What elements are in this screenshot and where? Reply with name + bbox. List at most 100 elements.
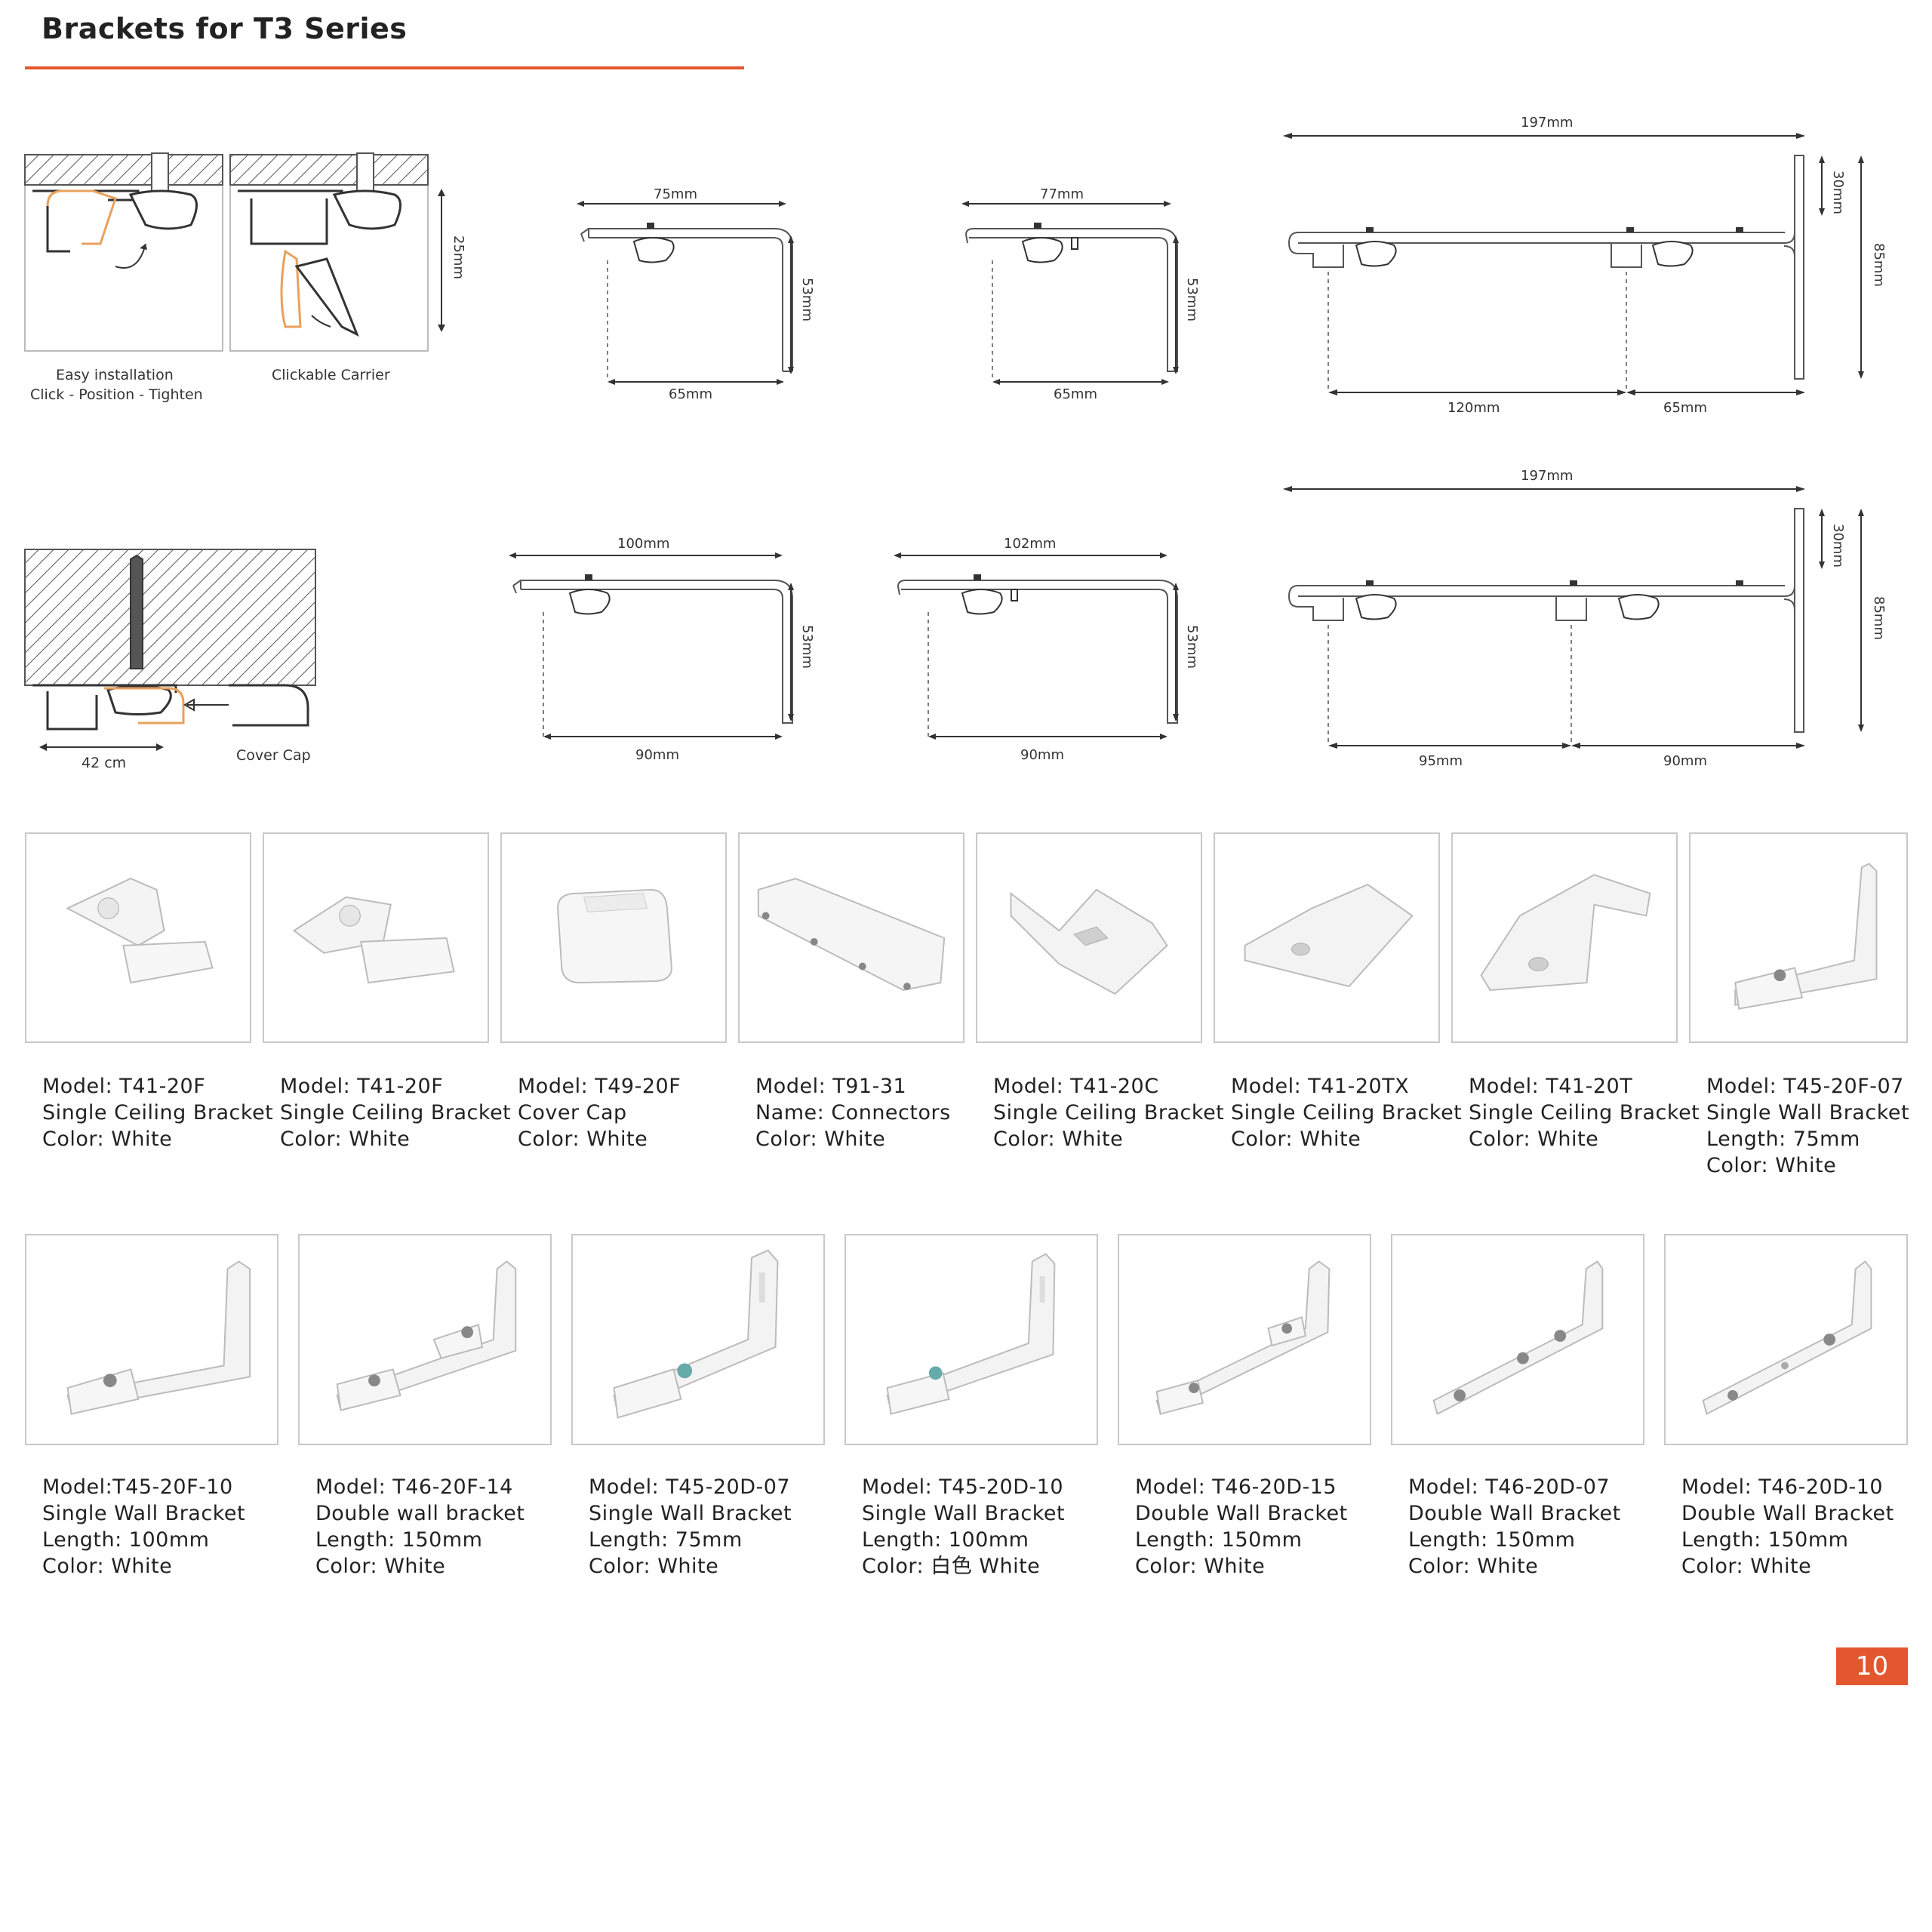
wall-bracket-icon (613, 1249, 779, 1419)
caption-easy-installation: Easy installation (56, 367, 174, 383)
dim-line-53mm-r1a (788, 235, 794, 374)
product-info-t46-20d-10: Model: T46-20D-10 Double Wall Bracket Le… (1681, 1474, 1894, 1580)
dim-label-r1c-side-large: 85mm (1871, 243, 1887, 287)
product-length: Length: 150mm (315, 1528, 483, 1552)
product-info-t41-20f-b: Model: T41-20F Single Ceiling Bracket Co… (280, 1073, 511, 1152)
product-name: Single Wall Bracket (42, 1502, 246, 1525)
product-model: Model: T91-31 (755, 1075, 907, 1098)
product-color: Color: White (1706, 1154, 1837, 1177)
product-card-t46-20d-10 (1664, 1234, 1908, 1445)
ceiling-plate-icon (1480, 874, 1651, 992)
page-number-badge: 10 (1836, 1647, 1908, 1685)
dim-line-53mm-r2b (1173, 583, 1179, 721)
dim-label-r2b-bottom: 90mm (1020, 747, 1064, 763)
product-name: Single Wall Bracket (589, 1502, 792, 1525)
product-card-t46-20d-07 (1391, 1234, 1644, 1445)
product-card-t41-20c (976, 832, 1202, 1043)
product-name: Double Wall Bracket (1135, 1502, 1348, 1525)
product-model: Model: T41-20TX (1231, 1075, 1410, 1098)
product-card-t46-20d-15 (1118, 1234, 1371, 1445)
product-info-t45-20d-07: Model: T45-20D-07 Single Wall Bracket Le… (589, 1474, 792, 1580)
product-model: Model: T41-20C (993, 1075, 1159, 1098)
dim-line-30mm-r2 (1819, 509, 1825, 569)
product-length: Length: 100mm (42, 1528, 210, 1552)
product-info-t46-20d-07: Model: T46-20D-07 Double Wall Bracket Le… (1408, 1474, 1621, 1580)
product-info-t41-20t: Model: T41-20T Single Ceiling Bracket Co… (1469, 1073, 1700, 1152)
product-model: Model: T46-20D-07 (1408, 1475, 1611, 1499)
dim-line-85mm-r2 (1858, 509, 1864, 732)
product-info-t46-20d-15: Model: T46-20D-15 Double Wall Bracket Le… (1135, 1474, 1348, 1580)
product-name: Single Ceiling Bracket (1231, 1101, 1463, 1124)
product-card-t41-20t (1451, 832, 1678, 1043)
dim-label-r1c-top: 197mm (1521, 115, 1574, 131)
drawing-t45-bracket-100 (509, 552, 793, 740)
ceiling-clip-icon (292, 896, 455, 984)
dim-label-42cm: 42 cm (82, 755, 127, 771)
title-underline (25, 66, 744, 69)
product-info-t49-20f: Model: T49-20F Cover Cap Color: White (518, 1073, 681, 1152)
product-card-t45-20d-07 (571, 1234, 825, 1445)
dim-label-r2a-top: 100mm (617, 536, 670, 552)
product-length: Length: 75mm (1706, 1128, 1860, 1151)
product-name: Double Wall Bracket (1408, 1502, 1621, 1525)
product-info-t41-20c: Model: T41-20C Single Ceiling Bracket Co… (993, 1073, 1224, 1152)
product-card-t91-31 (738, 832, 964, 1043)
product-name: Single Ceiling Bracket (1469, 1101, 1700, 1124)
cover-cap-diagram (24, 549, 316, 731)
caption-cover-cap: Cover Cap (236, 747, 311, 764)
dim-line-25mm (438, 189, 445, 332)
connector-plate-icon (757, 878, 946, 992)
cover-cap-icon (557, 888, 672, 984)
product-length: Length: 150mm (1135, 1528, 1303, 1552)
product-color: Color: White (993, 1128, 1124, 1151)
product-color: Color: White (1681, 1555, 1812, 1578)
caption-clickable-carrier: Clickable Carrier (272, 367, 390, 383)
product-color: Color: White (42, 1128, 173, 1151)
product-card-t45-20f-07 (1689, 832, 1908, 1043)
product-color: Color: 白色 White (862, 1555, 1041, 1578)
dim-label-r2c-side-large: 85mm (1871, 596, 1887, 640)
dim-label-r1b-bottom: 65mm (1054, 386, 1097, 402)
ceiling-plate-icon (1244, 883, 1414, 988)
product-card-t49-20f (500, 832, 727, 1043)
dim-label-r1c-bottom-right: 65mm (1663, 400, 1707, 416)
product-info-t41-20f-a: Model: T41-20F Single Ceiling Bracket Co… (42, 1073, 273, 1152)
ceiling-plate-icon (1010, 888, 1168, 995)
product-color: Color: White (1135, 1555, 1266, 1578)
product-model: Model: T41-20T (1469, 1075, 1633, 1098)
dim-label-r2c-top: 197mm (1521, 468, 1574, 484)
product-name: Double Wall Bracket (1681, 1502, 1894, 1525)
product-model: Model: T45-20F-07 (1706, 1075, 1904, 1098)
dim-line-53mm-r2a (788, 583, 794, 721)
drawing-t41-bracket-75 (577, 201, 793, 385)
product-info-t41-20tx: Model: T41-20TX Single Ceiling Bracket C… (1231, 1073, 1462, 1152)
product-name: Single Ceiling Bracket (993, 1101, 1225, 1124)
dim-label-r2a-side: 53mm (799, 625, 815, 669)
product-name: Single Ceiling Bracket (42, 1101, 274, 1124)
product-card-t41-20tx (1214, 832, 1440, 1043)
product-model: Model: T41-20F (280, 1075, 444, 1098)
page-title: Brackets for T3 Series (42, 12, 408, 45)
drawing-t41-bracket-77 (961, 201, 1178, 385)
product-info-t46-20f-14: Model: T46-20F-14 Double wall bracket Le… (315, 1474, 525, 1580)
double-wall-bracket-icon (1432, 1260, 1604, 1416)
double-wall-bracket-icon (1155, 1260, 1331, 1415)
dim-label-r1b-side: 53mm (1184, 278, 1200, 321)
dim-label-r2c-bottom-left: 95mm (1419, 753, 1463, 769)
product-name: Single Wall Bracket (862, 1502, 1066, 1525)
product-name: Name: Connectors (755, 1101, 951, 1124)
dim-line-30mm-r1 (1819, 155, 1825, 216)
ceiling-clip-icon (66, 878, 214, 984)
drawing-t46-double-bracket-r1 (1283, 133, 1805, 395)
product-model: Model:T45-20F-10 (42, 1475, 233, 1499)
drawing-t45-bracket-102 (894, 552, 1178, 740)
dim-label-25mm: 25mm (451, 235, 466, 279)
double-wall-bracket-icon (336, 1260, 517, 1411)
dim-label-r1a-bottom: 65mm (669, 386, 712, 402)
dim-label-r2c-side-small: 30mm (1830, 524, 1846, 568)
dim-label-r1a-side: 53mm (799, 278, 815, 321)
wall-bracket-icon (886, 1253, 1056, 1415)
product-color: Color: White (280, 1128, 411, 1151)
product-length: Length: 75mm (589, 1528, 743, 1552)
double-wall-bracket-icon (1702, 1260, 1872, 1416)
